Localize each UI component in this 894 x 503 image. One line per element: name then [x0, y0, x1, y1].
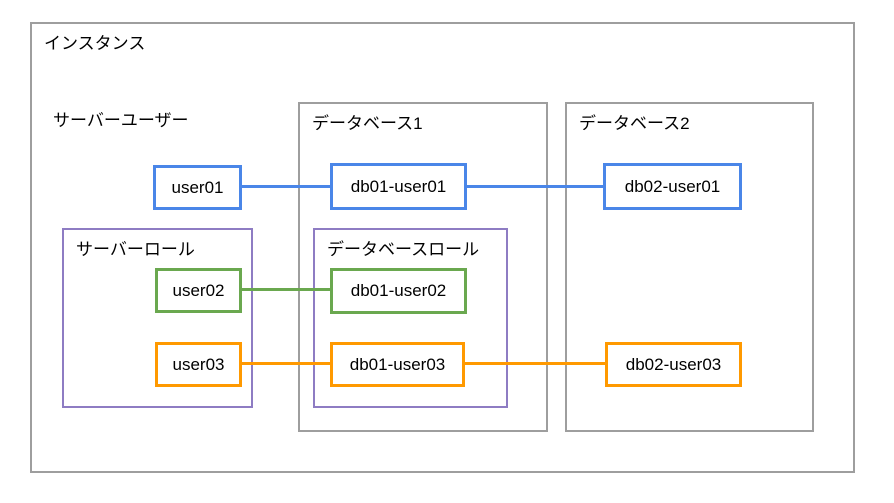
- database-role-label: データベースロール: [327, 240, 480, 259]
- node-db01-user02: db01-user02: [330, 268, 467, 314]
- server-user-label: サーバーユーザー: [53, 111, 189, 130]
- connector-user02-db01user02: [240, 288, 332, 291]
- instance-box: インスタンス: [30, 22, 855, 473]
- database1-box: データベース1: [298, 102, 548, 432]
- node-db01-user01: db01-user01: [330, 163, 467, 210]
- node-user03: user03: [155, 342, 242, 387]
- node-user01: user01: [153, 165, 242, 210]
- connector-user03-db01user03: [240, 362, 332, 365]
- connector-db01user01-db02user01: [465, 185, 605, 188]
- node-db01-user03: db01-user03: [330, 342, 465, 387]
- connector-db01user03-db02user03: [463, 362, 607, 365]
- database-role-box: データベースロール: [313, 228, 508, 408]
- database1-label: データベース1: [312, 114, 423, 133]
- node-user02: user02: [155, 268, 242, 313]
- connector-user01-db01user01: [240, 185, 332, 188]
- instance-label: インスタンス: [44, 34, 146, 53]
- database2-box: データベース2: [565, 102, 814, 432]
- node-db02-user01: db02-user01: [603, 163, 742, 210]
- node-db02-user03: db02-user03: [605, 342, 742, 387]
- server-role-label: サーバーロール: [76, 240, 195, 259]
- server-role-box: サーバーロール: [62, 228, 253, 408]
- database2-label: データベース2: [579, 114, 690, 133]
